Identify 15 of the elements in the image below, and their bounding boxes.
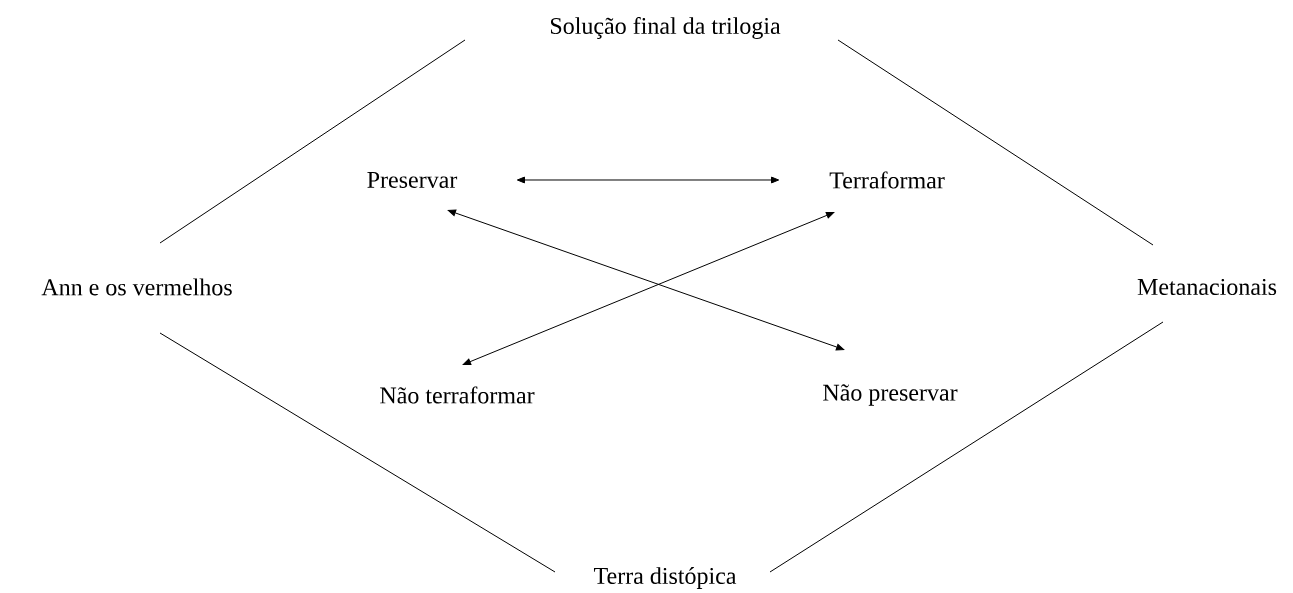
- node-label: Não terraformar: [380, 386, 535, 404]
- node-label: Terraformar: [829, 171, 945, 189]
- connector-line: [837, 39, 1154, 246]
- connector-line: [159, 39, 466, 244]
- arrow: [447, 209, 845, 351]
- node-label: Solução final da trilogia: [550, 16, 781, 40]
- node-label: Preservar: [367, 172, 458, 188]
- connector-line: [159, 332, 556, 573]
- node-label: Terra distópica: [594, 567, 737, 589]
- arrow: [462, 212, 835, 365]
- node-label: Não preservar: [823, 384, 958, 406]
- connector-line: [769, 321, 1164, 573]
- node-label: Ann e os vermelhos: [41, 278, 232, 296]
- node-label: Metanacionais: [1137, 278, 1277, 296]
- arrow: [516, 176, 780, 184]
